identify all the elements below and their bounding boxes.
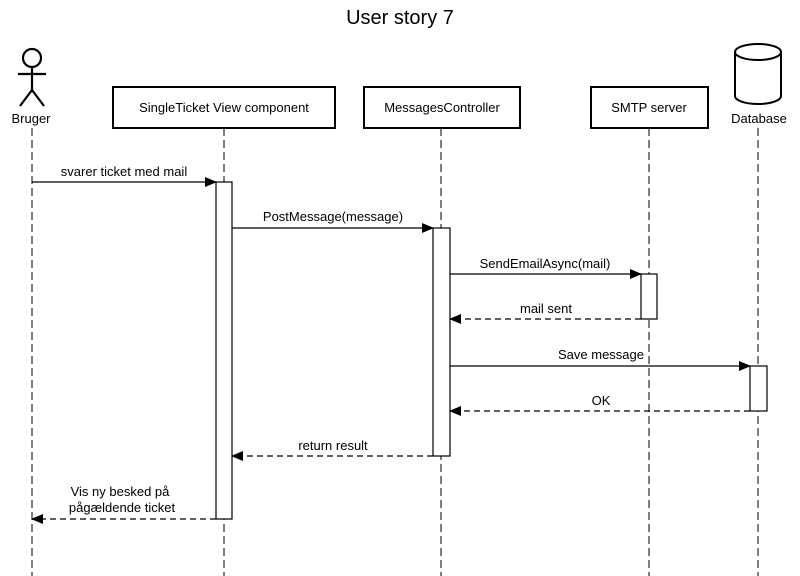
message-label: mail sent: [520, 301, 572, 316]
message-send-email: SendEmailAsync(mail): [450, 256, 642, 279]
participant-box: [590, 86, 709, 129]
participant-view: SingleTicket View component: [112, 86, 336, 129]
diagram-title: User story 7: [346, 7, 454, 29]
message-label: OK: [592, 393, 611, 408]
message-ok: OK: [449, 393, 750, 416]
activation-controller: [432, 227, 451, 457]
participant-database: Database: [731, 43, 787, 126]
database-cylinder-icon: [734, 43, 782, 105]
participant-box: [363, 86, 521, 129]
stick-figure-icon: [18, 47, 46, 107]
participant-controller: MessagesController: [363, 86, 521, 129]
message-label-line2: pågældende ticket: [69, 500, 176, 515]
activation-smtp: [640, 273, 658, 320]
message-label-line1: Vis ny besked på: [71, 484, 171, 499]
participant-label: MessagesController: [384, 100, 500, 115]
activation-view: [215, 181, 233, 520]
message-label: svarer ticket med mail: [61, 164, 188, 179]
message-svarer-ticket: svarer ticket med mail: [32, 164, 217, 187]
message-mail-sent: mail sent: [449, 301, 641, 324]
participant-smtp: SMTP server: [590, 86, 709, 129]
message-label: PostMessage(message): [263, 209, 403, 224]
message-post-message: PostMessage(message): [232, 209, 434, 233]
actor-label: Bruger: [11, 111, 51, 126]
participant-label: SingleTicket View component: [139, 100, 309, 115]
message-vis-ny-besked: Vis ny besked på pågældende ticket: [31, 484, 216, 524]
actor-bruger: Bruger: [11, 47, 51, 126]
participant-label: SMTP server: [611, 100, 687, 115]
message-return-result: return result: [231, 438, 433, 461]
message-label: SendEmailAsync(mail): [480, 256, 611, 271]
activation-database: [749, 365, 768, 412]
message-save-message: Save message: [450, 347, 751, 371]
participant-box: [112, 86, 336, 129]
participant-label: Database: [731, 111, 787, 126]
message-label: return result: [298, 438, 368, 453]
message-label: Save message: [558, 347, 644, 362]
